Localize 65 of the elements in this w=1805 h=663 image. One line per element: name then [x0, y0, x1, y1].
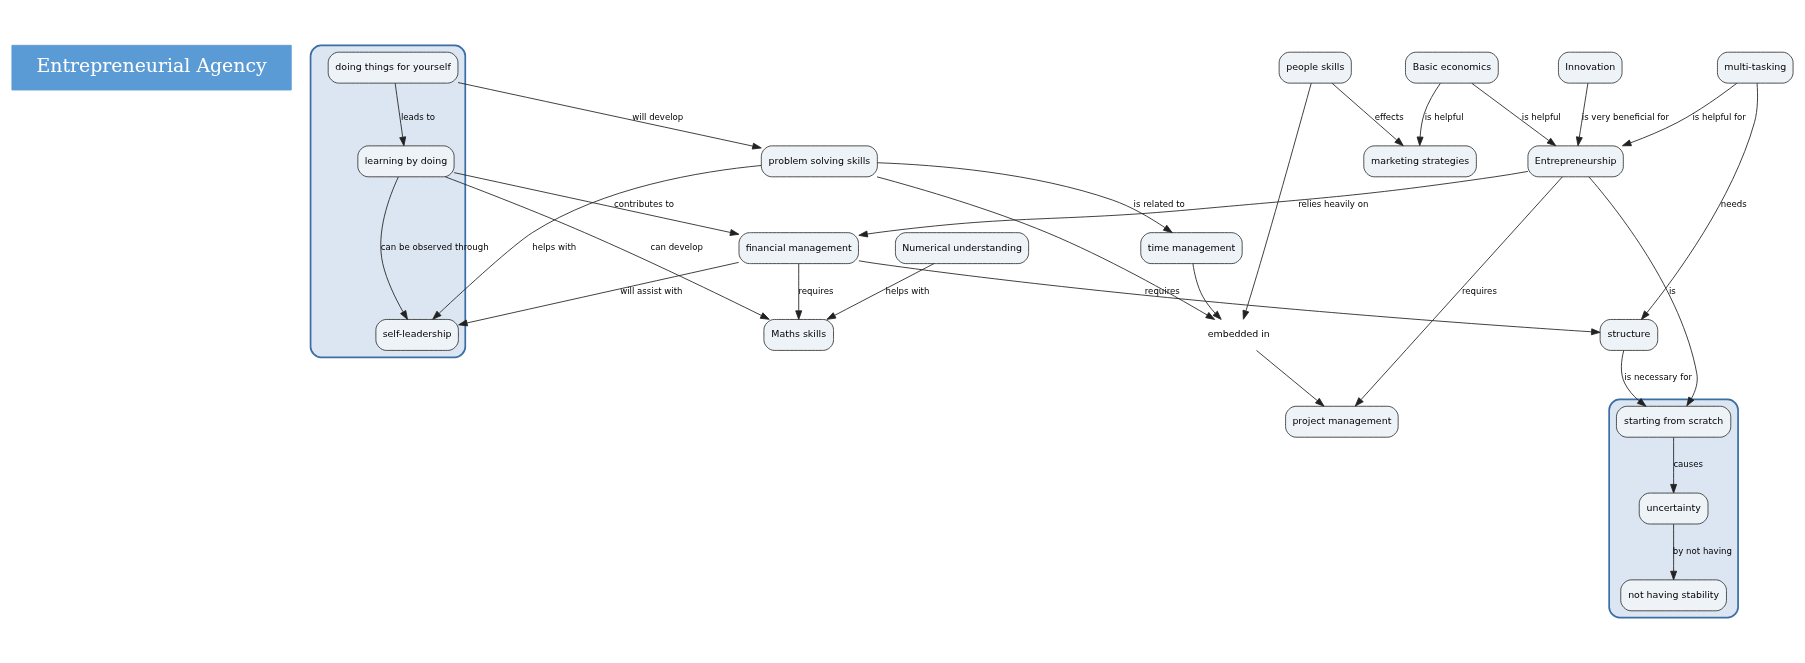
node-box: structure	[1599, 319, 1659, 351]
arrow	[1331, 82, 1404, 147]
edge-label: will assist with	[620, 285, 683, 296]
edge-label: is very beneficial for	[1581, 112, 1670, 123]
node-box: multi-tasking	[1717, 51, 1794, 84]
edge-label: requires	[1461, 285, 1497, 296]
edge-label: requires	[798, 285, 834, 296]
edge-label: helps with	[532, 242, 577, 253]
edge-label: can develop	[650, 242, 703, 253]
arrow	[876, 176, 1216, 320]
edge-label: will develop	[632, 112, 684, 123]
arrow	[858, 260, 1601, 336]
arrow	[1416, 82, 1441, 147]
arrow	[876, 162, 1173, 234]
edge-label: contributes to	[614, 198, 675, 209]
edge-label: leads to	[400, 112, 436, 123]
node-box: Innovation	[1558, 51, 1623, 84]
node-box: project management	[1285, 405, 1399, 438]
edge-label: is	[1668, 285, 1676, 296]
arrow	[458, 261, 740, 327]
arrow	[1640, 82, 1758, 320]
edge-label: is helpful for	[1692, 112, 1746, 123]
arrow	[1256, 350, 1325, 407]
edge-label: relies heavily on	[1298, 198, 1369, 209]
arrow	[1192, 263, 1222, 320]
node-box: Entrepreneurial Agency	[11, 44, 292, 91]
arrow	[394, 82, 407, 147]
arrow	[1588, 176, 1698, 407]
arrow	[1575, 82, 1589, 147]
arrow	[1354, 176, 1563, 407]
node-text: embedded in	[1207, 328, 1270, 340]
edge-label: is related to	[1133, 198, 1185, 209]
arrow	[1620, 350, 1647, 407]
edge-label: is helpful	[1424, 112, 1464, 123]
node-box: Numerical understanding	[895, 232, 1030, 265]
arrow	[453, 172, 740, 236]
edge-label: effects	[1374, 112, 1404, 123]
arrow	[795, 263, 803, 320]
arrow	[457, 82, 762, 150]
node-box: financial management	[738, 232, 859, 265]
edge-label: causes	[1673, 459, 1704, 470]
node-box: people skills	[1278, 51, 1352, 84]
arrow	[1471, 82, 1557, 147]
node-box: not having stability	[1620, 579, 1727, 612]
arrow	[1242, 82, 1312, 320]
arrow	[858, 171, 1529, 238]
node-box: Entrepreneurship	[1527, 145, 1624, 178]
edge-label: is helpful	[1521, 112, 1561, 123]
node-box: doing things for yourself	[327, 51, 459, 84]
edge-label: is necessary for	[1624, 372, 1692, 383]
node-box: learning by doing	[357, 145, 455, 178]
node-box: problem solving skills	[760, 145, 878, 178]
node-box: time management	[1140, 232, 1243, 265]
edge-label: needs	[1720, 198, 1747, 209]
node-box: self-leadership	[375, 319, 459, 351]
arrow	[826, 263, 935, 320]
edge-label: helps with	[885, 285, 930, 296]
node-box: uncertainty	[1638, 492, 1709, 525]
node-box: starting from scratch	[1616, 405, 1732, 438]
arrow	[1621, 82, 1738, 147]
node-box: Maths skills	[763, 319, 834, 351]
arrow	[1670, 437, 1678, 494]
node-box: marketing strategies	[1363, 145, 1477, 178]
arrow	[380, 176, 408, 320]
node-box: Basic economics	[1405, 51, 1499, 84]
